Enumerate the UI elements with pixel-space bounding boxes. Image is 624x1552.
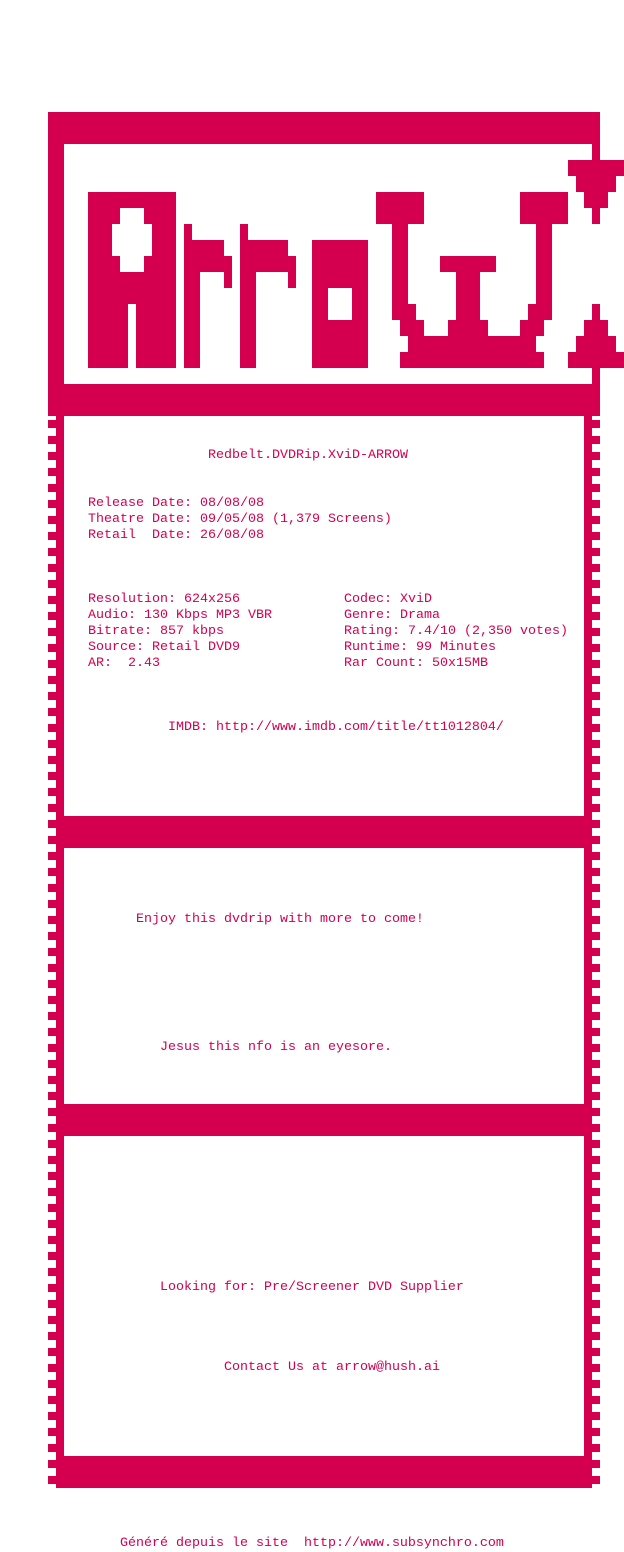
logo-bottom-bar xyxy=(48,384,600,416)
release-date: Release Date: 08/08/08 xyxy=(88,496,264,511)
spec-rating: Rating: 7.4/10 (2,350 votes) xyxy=(344,624,568,639)
theatre-date: Theatre Date: 09/05/08 (1,379 Screens) xyxy=(88,512,392,527)
retail-date: Retail Date: 26/08/08 xyxy=(88,528,264,543)
enjoy-note: Enjoy this dvdrip with more to come! xyxy=(136,912,424,927)
spec-bitrate: Bitrate: 857 kbps xyxy=(88,624,224,639)
contact-email: Contact Us at arrow@hush.ai xyxy=(224,1360,440,1375)
eyesore-note: Jesus this nfo is an eyesore. xyxy=(160,1040,392,1055)
looking-for: Looking for: Pre/Screener DVD Supplier xyxy=(160,1280,464,1295)
divider-2 xyxy=(56,1104,592,1136)
spec-source: Source: Retail DVD9 xyxy=(88,640,240,655)
spec-runtime: Runtime: 99 Minutes xyxy=(344,640,496,655)
spec-rar-count: Rar Count: 50x15MB xyxy=(344,656,488,671)
left-dashed-edge xyxy=(48,420,56,1488)
right-dashed-edge xyxy=(592,420,600,1488)
logo-left-border xyxy=(48,112,64,416)
spec-codec: Codec: XviD xyxy=(344,592,432,607)
release-title: Redbelt.DVDRip.XviD-ARROW xyxy=(208,448,408,463)
arrow-logo xyxy=(88,160,624,368)
spec-audio: Audio: 130 Kbps MP3 VBR xyxy=(88,608,272,623)
bottom-bar xyxy=(56,1456,592,1488)
logo-top-bar xyxy=(48,112,600,144)
divider-1 xyxy=(56,816,592,848)
spec-resolution: Resolution: 624x256 xyxy=(88,592,240,607)
spec-genre: Genre: Drama xyxy=(344,608,440,623)
spec-ar: AR: 2.43 xyxy=(88,656,160,671)
left-border xyxy=(56,416,64,1488)
right-border xyxy=(584,416,592,1488)
imdb-link: IMDB: http://www.imdb.com/title/tt101280… xyxy=(168,720,504,735)
footer-credit: Généré depuis le site http://www.subsync… xyxy=(120,1536,504,1551)
